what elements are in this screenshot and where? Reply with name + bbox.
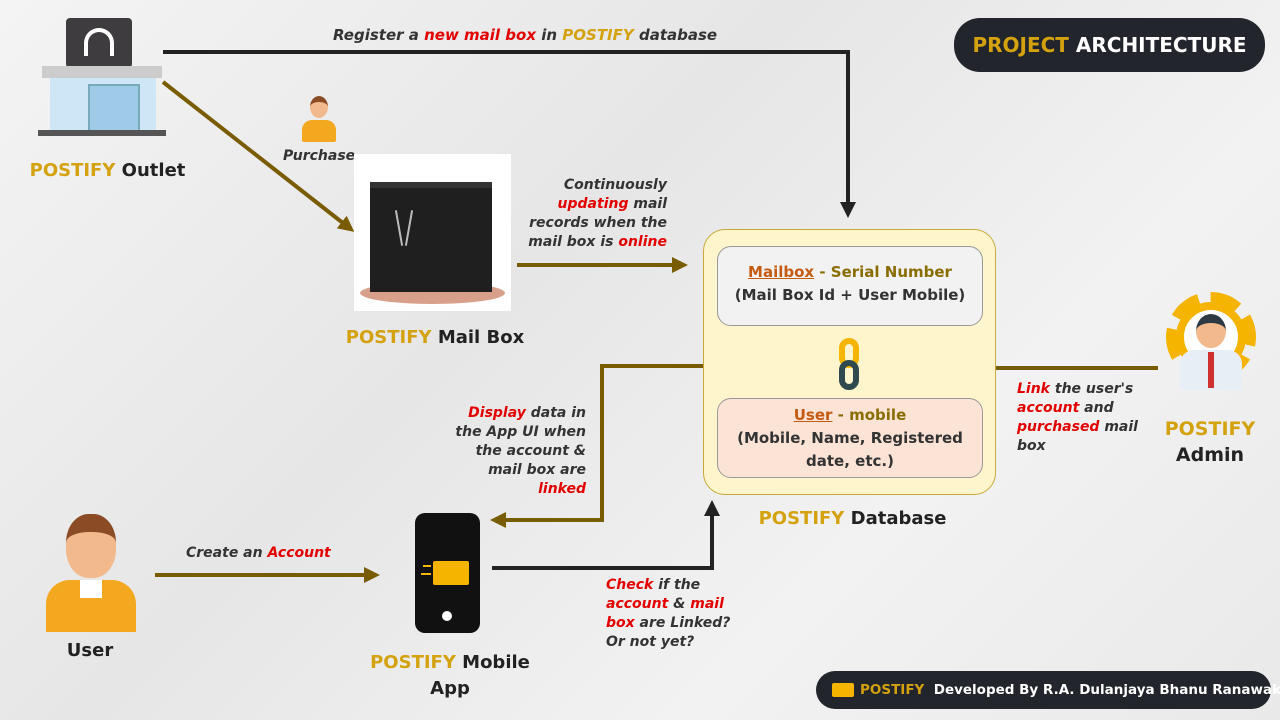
database-container: Mailbox - Serial Number (Mail Box Id + U… [703, 229, 996, 495]
arrow-register [163, 50, 856, 218]
envelope-icon [832, 683, 854, 697]
arrow-check [492, 500, 720, 570]
outlet-label: POSTIFY Outlet [29, 160, 186, 181]
note-create: Create an Account [186, 545, 331, 561]
note-register: Register a new mail box in POSTIFY datab… [333, 26, 718, 44]
link-chain-icon [837, 338, 863, 390]
mailbox-label: POSTIFY Mail Box [345, 327, 525, 348]
footer-credit: POSTIFY Developed By R.A. Dulanjaya Bhan… [816, 671, 1280, 709]
outlet-icon [38, 18, 166, 138]
user-record-card: User - mobile (Mobile, Name, Registered … [717, 398, 983, 478]
mailbox-image [354, 154, 511, 311]
mailbox-record-card: Mailbox - Serial Number (Mail Box Id + U… [717, 246, 983, 326]
title-badge: PROJECT ARCHITECTURE [954, 18, 1265, 72]
user-label: User [66, 640, 114, 661]
admin-gear-icon [1160, 286, 1262, 390]
user-avatar-icon [46, 514, 136, 632]
note-purchase: Purchase [283, 148, 356, 164]
person-icon [302, 96, 336, 142]
database-label: POSTIFY Database [758, 508, 947, 529]
arrow-purchase [161, 80, 355, 232]
mobile-app-icon [415, 513, 480, 633]
